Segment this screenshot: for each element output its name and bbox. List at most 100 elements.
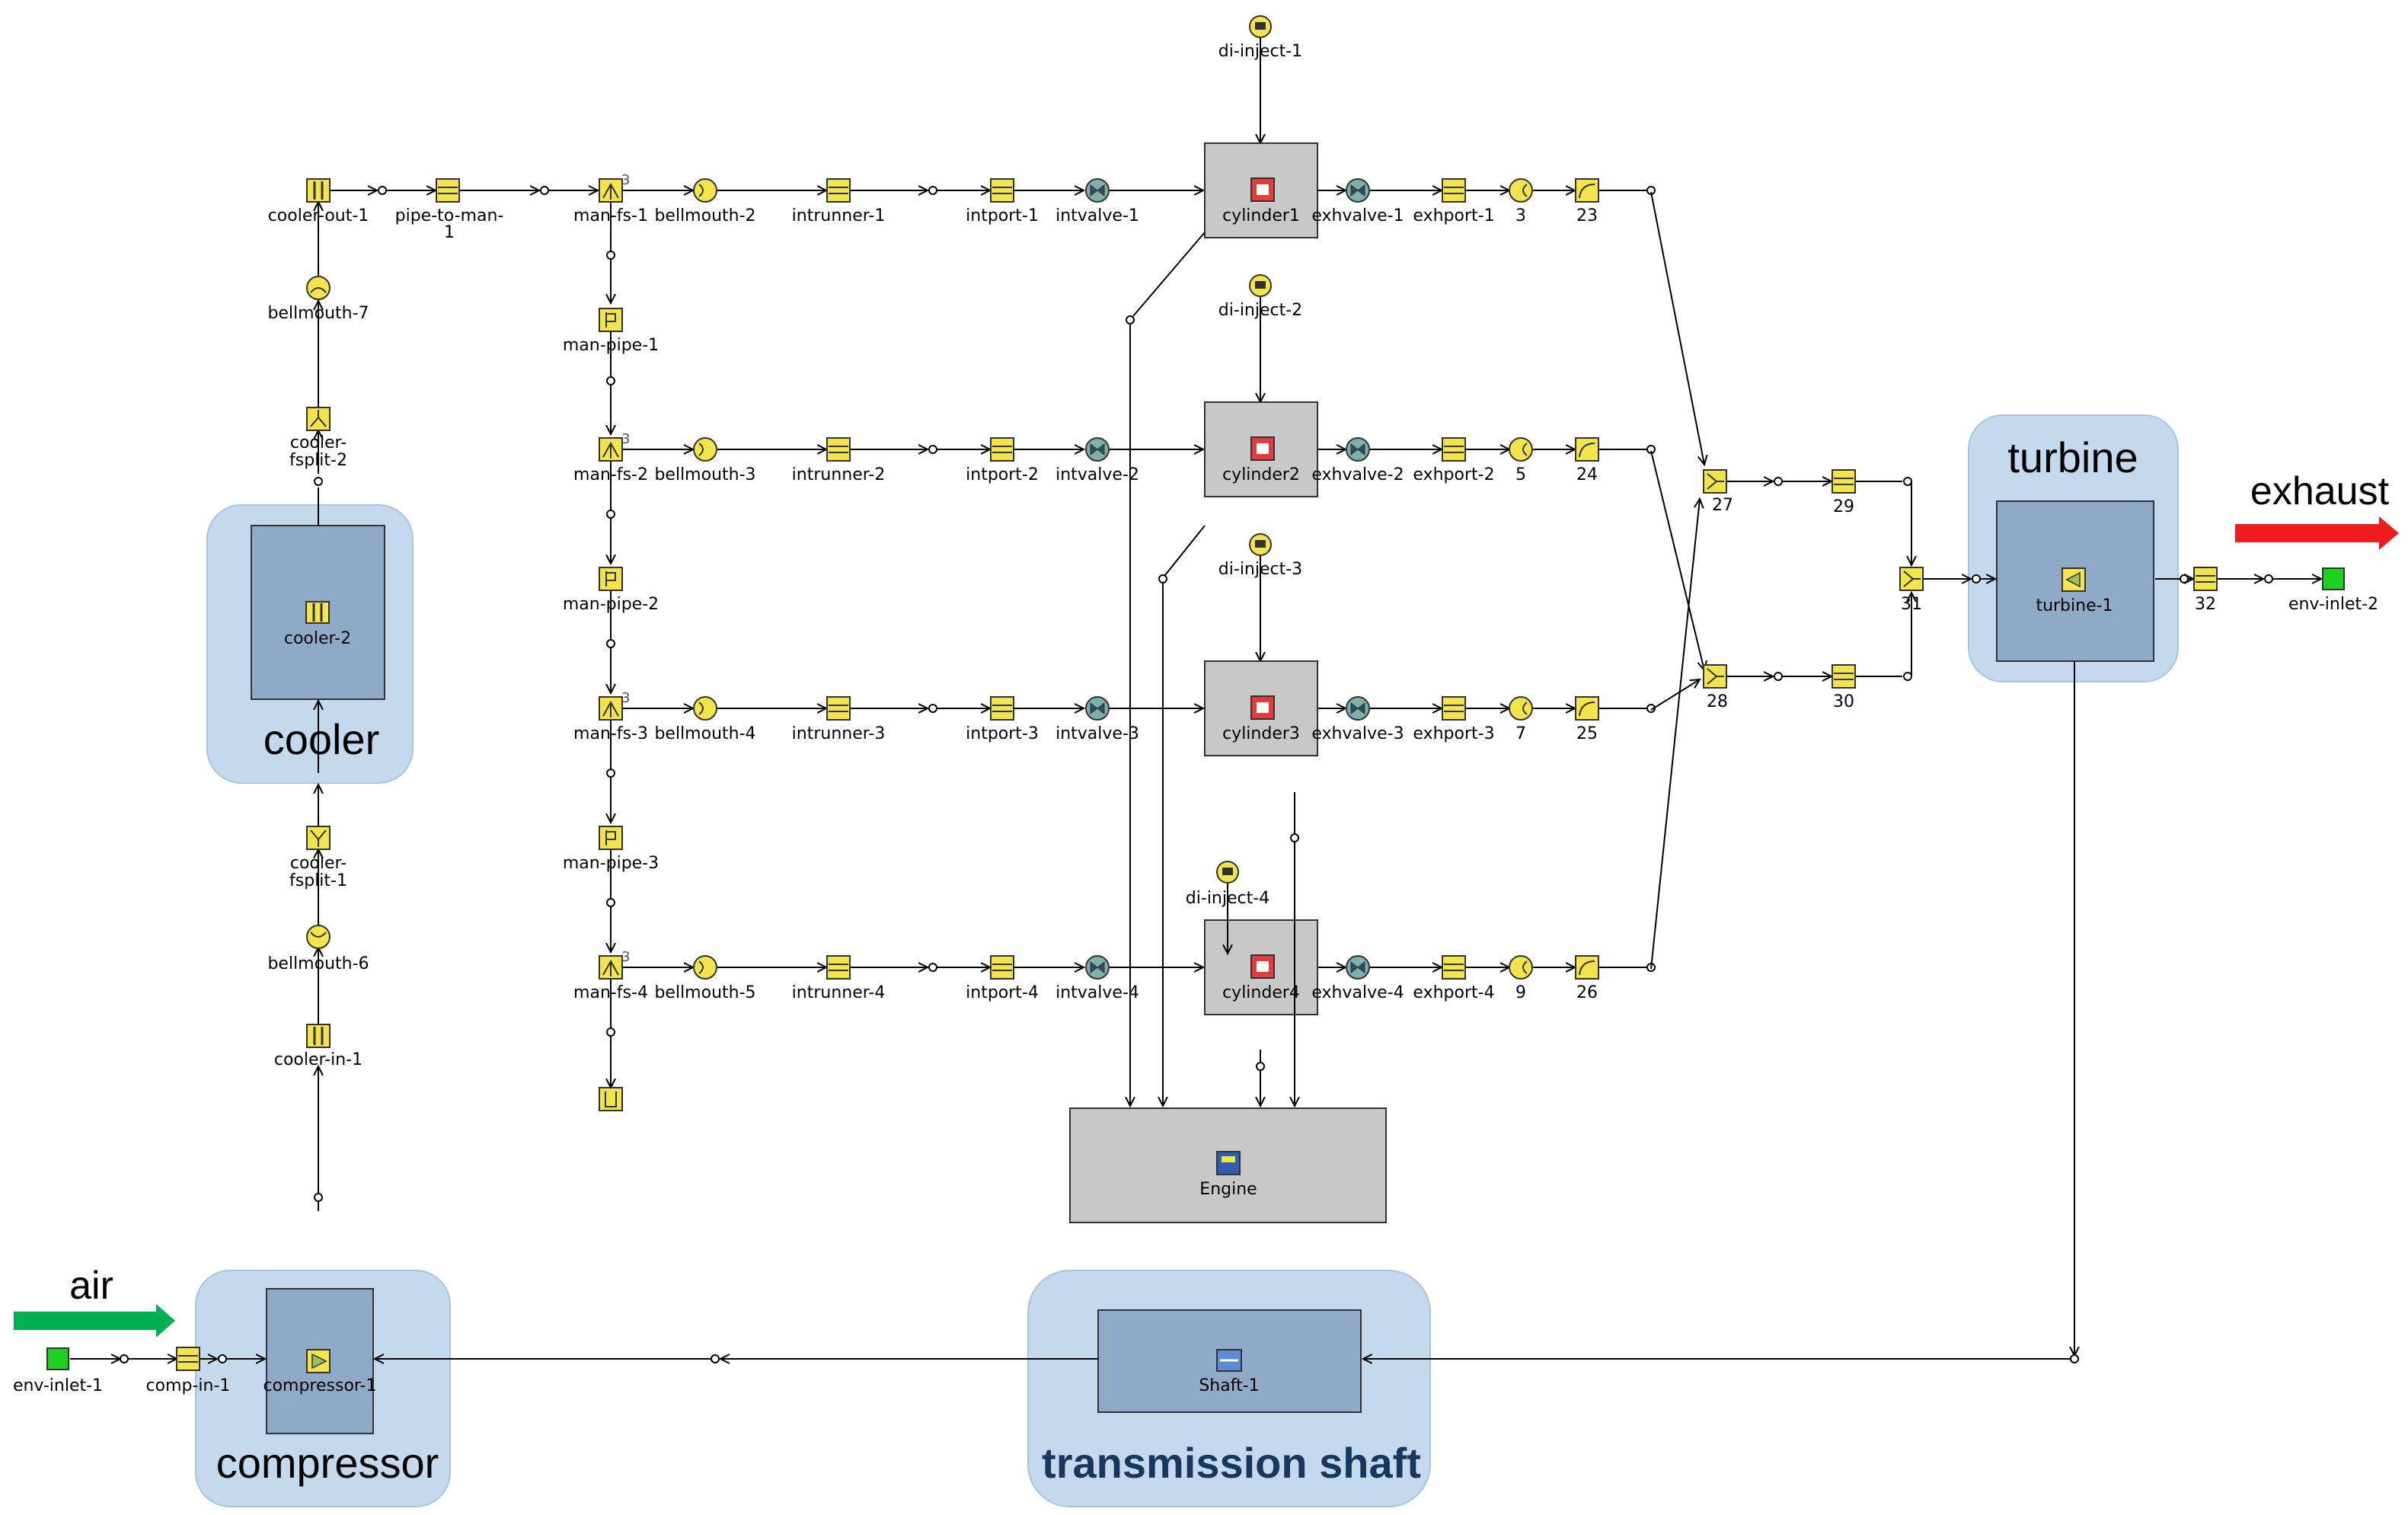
cylinder-2[interactable]: cylinder2 [1204,401,1318,497]
svg-text:di-inject-4: di-inject-4 [1186,889,1269,908]
intake-port-2[interactable]: intport-2 [966,437,1039,484]
intake-valve-4[interactable]: intvalve-4 [1055,955,1139,1002]
exhaust-port-2[interactable]: exhport-2 [1413,437,1495,484]
bellmouth-5[interactable]: bellmouth-5 [654,955,756,1002]
svg-text:27: 27 [1712,496,1733,515]
injector-2[interactable]: di-inject-2 [1218,274,1302,402]
exhport-label: exhport-2 [1413,465,1494,484]
air-flow-arrow: air [14,1264,175,1338]
bellmouth-3[interactable]: bellmouth-3 [654,437,756,484]
intake-valve-1[interactable]: intvalve-1 [1055,178,1139,225]
intvalve-label: intvalve-4 [1055,983,1139,1002]
shaft-1-label: Shaft-1 [1199,1376,1259,1395]
exhaust-bend-4[interactable]: 26 [1575,955,1599,1002]
env-inlet-2[interactable]: env-inlet-2 [2288,567,2378,614]
intake-port-1[interactable]: intport-1 [966,178,1039,225]
svg-text:fsplit-2: fsplit-2 [289,451,347,470]
svg-text:28: 28 [1707,692,1728,711]
pipe-29[interactable]: 29 [1832,469,1856,516]
cooler-group[interactable]: cooler-2 cooler [206,504,414,784]
pipe-to-man-1[interactable]: pipe-to-man- 1 [395,178,504,242]
manifold-label: man-fs-2 [573,465,648,484]
intake-port-3[interactable]: intport-3 [966,696,1039,743]
exhaust-port-4[interactable]: exhport-4 [1413,955,1495,1002]
junction-31[interactable]: 31 [1899,567,1924,614]
bellmouth-4[interactable]: bellmouth-4 [654,696,756,743]
exhaust-bend-2[interactable]: 24 [1575,437,1599,484]
intake-runner-1[interactable]: intrunner-1 [792,178,886,225]
port-label: intport-3 [966,724,1039,743]
cooler-fsplit-2[interactable]: cooler- fsplit-2 [289,407,347,470]
man-pipe-2[interactable]: man-pipe-2 [563,567,659,614]
exhvalve-label: exhvalve-3 [1311,724,1404,743]
exhaust-node-3[interactable]: 7 [1509,696,1533,743]
injector-3[interactable]: di-inject-3 [1218,533,1302,661]
comp-in-1[interactable]: comp-in-1 [146,1347,231,1395]
manifold-fsplit-2[interactable]: 3 man-fs-2 [573,431,648,484]
engine-block[interactable]: Engine [1069,1107,1387,1223]
pipe-30[interactable]: 30 [1832,664,1856,711]
exhaust-port-1[interactable]: exhport-1 [1413,178,1495,225]
exhaust-node-4[interactable]: 9 [1509,955,1533,1002]
runner-label: intrunner-3 [792,724,886,743]
svg-text:3: 3 [621,431,630,447]
bellmouth-6[interactable]: bellmouth-6 [267,925,369,973]
intake-runner-3[interactable]: intrunner-3 [792,696,886,743]
intake-port-4[interactable]: intport-4 [966,955,1039,1002]
shaft-group[interactable]: Shaft-1 transmission shaft [1027,1270,1431,1507]
port-label: intport-2 [966,465,1039,484]
cooler-group-title: cooler [263,715,380,763]
pipe-32[interactable]: 32 [2193,567,2218,614]
svg-text:man-pipe-1: man-pipe-1 [563,336,659,355]
svg-text:man-pipe-3: man-pipe-3 [563,854,659,873]
runner-label: intrunner-2 [792,465,886,484]
cooler-in-1[interactable]: cooler-in-1 [274,1024,362,1069]
intvalve-label: intvalve-2 [1055,465,1139,484]
svg-text:env-inlet-2: env-inlet-2 [2288,595,2378,614]
exhaust-port-3[interactable]: exhport-3 [1413,696,1495,743]
manifold-spine [607,203,615,1088]
runner-label: intrunner-1 [792,206,886,225]
compressor-1-label: compressor-1 [263,1376,376,1395]
cylinder-4[interactable]: cylinder4 [1204,919,1318,1015]
cylinder-label: cylinder1 [1222,206,1300,225]
junction-27[interactable]: 27 [1703,469,1733,515]
exhaust-valve-3[interactable]: exhvalve-3 [1311,696,1404,743]
compressor-group[interactable]: compressor-1 compressor [195,1270,451,1507]
manifold-end-cap[interactable] [599,1087,623,1111]
junction-28[interactable]: 28 [1703,664,1728,711]
shaft-connections [375,661,2078,1363]
env-inlet-1-label: env-inlet-1 [13,1376,103,1395]
engine-icon [1216,1151,1241,1175]
cylinder-1[interactable]: cylinder1 [1204,142,1318,238]
cooler-fsplit-1[interactable]: cooler- fsplit-1 [289,826,347,890]
row-2-lines [623,446,1656,453]
injector-1[interactable]: di-inject-1 [1218,15,1302,143]
exhaust-node-1[interactable]: 3 [1509,178,1533,225]
di-inject-4[interactable]: di-inject-4 [1186,861,1269,908]
intake-runner-2[interactable]: intrunner-2 [792,437,886,484]
intake-valve-2[interactable]: intvalve-2 [1055,437,1139,484]
exhaust-bend-1[interactable]: 23 [1575,178,1599,225]
exhaust-valve-1[interactable]: exhvalve-1 [1311,178,1404,225]
intake-valve-3[interactable]: intvalve-3 [1055,696,1139,743]
man-pipe-3[interactable]: man-pipe-3 [563,826,659,873]
exhaust-bend-3[interactable]: 25 [1575,696,1599,743]
exhaust-valve-2[interactable]: exhvalve-2 [1311,437,1404,484]
svg-text:3: 3 [621,172,630,188]
cooler-out-1[interactable]: cooler-out-1 [268,178,369,225]
turbine-group[interactable]: turbine-1 turbine [1968,414,2179,682]
man-pipe-1[interactable]: man-pipe-1 [563,308,659,355]
intake-runner-4[interactable]: intrunner-4 [792,955,886,1002]
env-inlet-1[interactable]: env-inlet-1 [13,1347,103,1395]
cylinder-3[interactable]: cylinder3 [1204,660,1318,756]
exhaust-node-2[interactable]: 5 [1509,437,1533,484]
bellmouth-2[interactable]: bellmouth-2 [654,178,756,225]
svg-text:30: 30 [1833,692,1854,711]
compressor-group-title: compressor [216,1439,439,1487]
exhaust-valve-4[interactable]: exhvalve-4 [1311,955,1404,1002]
bellmouth-7[interactable]: bellmouth-7 [267,276,369,323]
